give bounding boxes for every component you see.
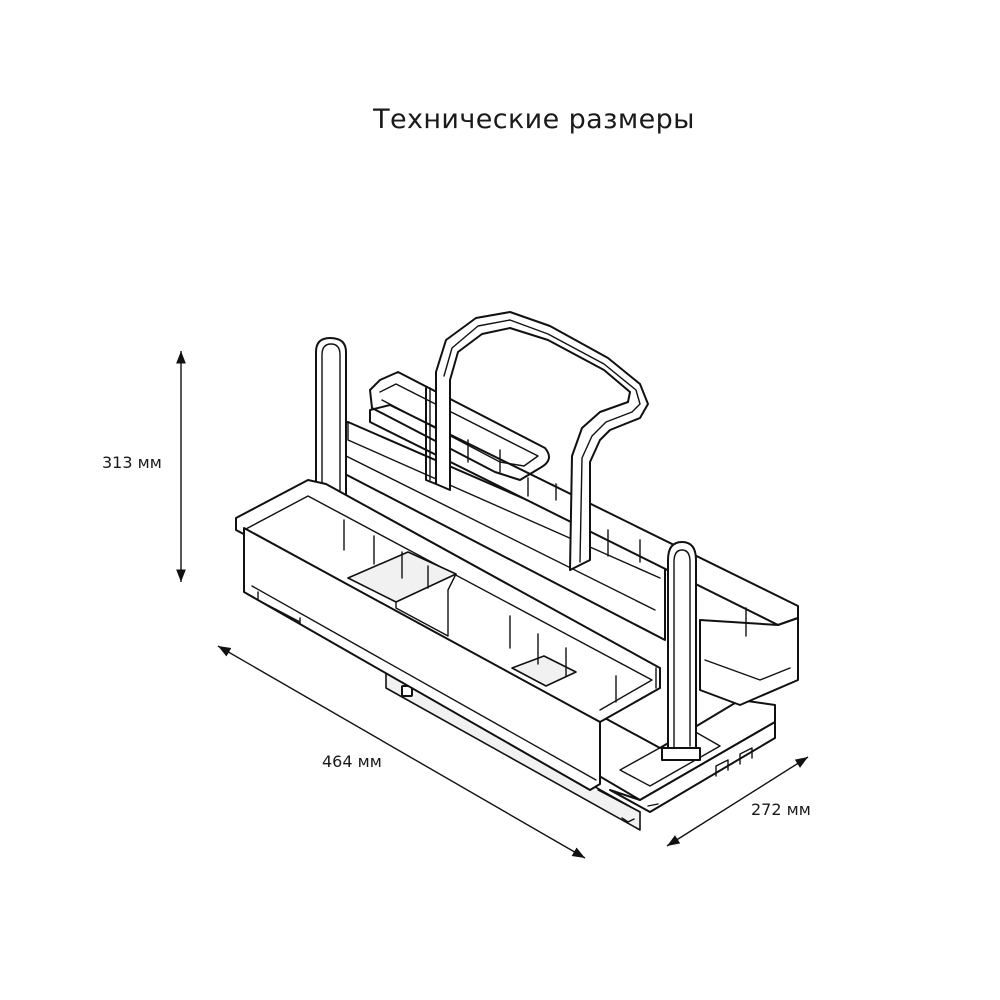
page-title: Технические размеры — [373, 104, 695, 135]
front-basket — [235, 479, 661, 791]
inner-u-frame — [369, 371, 550, 485]
height-dimension-label: 313 мм — [102, 453, 162, 472]
length-dimension-line — [217, 645, 586, 859]
main-handle — [435, 311, 649, 571]
depth-dimension-line — [666, 756, 809, 847]
right-upright-post — [661, 541, 701, 761]
length-dimension-label: 464 мм — [322, 752, 382, 771]
depth-dimension-label: 272 мм — [751, 800, 811, 819]
